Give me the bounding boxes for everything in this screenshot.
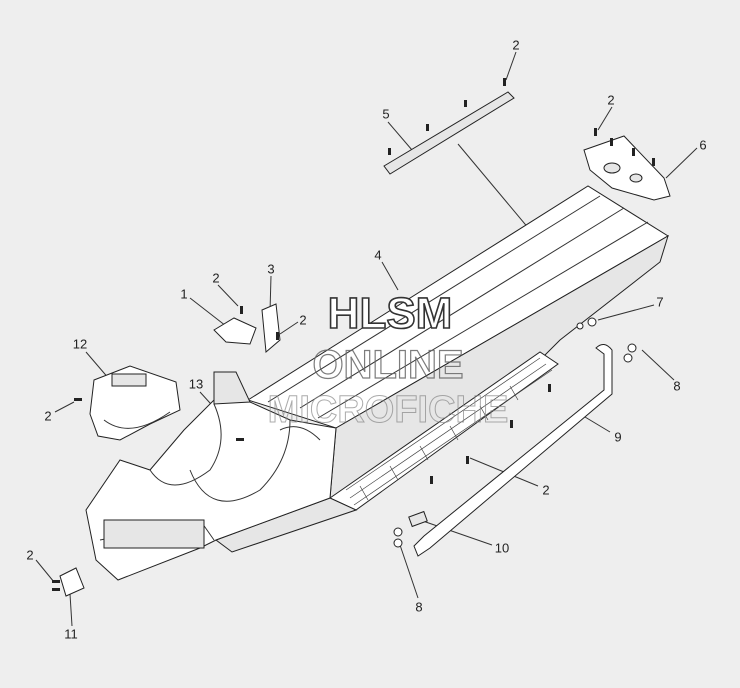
part-5-rail	[383, 91, 515, 175]
part-10-clamp	[408, 510, 428, 528]
callout-c-13: 13	[189, 376, 203, 391]
front-crossmember	[103, 519, 205, 549]
callout-c-4: 4	[374, 247, 381, 262]
running-board-mesh	[345, 357, 553, 506]
part-12-bracket	[89, 365, 181, 441]
watermark: HLSM ONLINE MICROFICHE	[267, 288, 509, 431]
callout-c-2a: 2	[512, 37, 519, 52]
callout-c-2f: 2	[542, 482, 549, 497]
callout-c-2e: 2	[44, 408, 51, 423]
rail-strip	[383, 91, 515, 175]
callout-c-6: 6	[699, 137, 706, 152]
watermark-line-2: ONLINE	[312, 343, 463, 387]
part-1-bracket	[213, 317, 257, 345]
callout-c-10: 10	[495, 540, 509, 555]
callout-c-11: 11	[64, 626, 78, 641]
callout-c-2c: 2	[212, 270, 219, 285]
callout-c-9: 9	[614, 429, 621, 444]
callout-c-8b: 8	[415, 599, 422, 614]
fasteners	[52, 78, 655, 591]
callout-c-1: 1	[180, 286, 187, 301]
watermark-line-1: HLSM	[328, 289, 453, 338]
part-3-bracket	[261, 303, 281, 354]
callout-c-12: 12	[73, 336, 87, 351]
callout-c-7: 7	[656, 294, 663, 309]
callout-c-2d: 2	[299, 312, 306, 327]
tunnel-assembly	[214, 185, 669, 553]
front-gusset	[213, 371, 251, 405]
callout-c-8a: 8	[673, 378, 680, 393]
front-bulkhead	[85, 371, 337, 581]
bumper-bar	[413, 344, 613, 557]
bracket-1	[213, 317, 257, 345]
bracket-11	[59, 567, 85, 597]
part-6-rear-bracket	[583, 135, 671, 201]
rear-bracket-body	[583, 135, 671, 201]
callout-c-2g: 2	[26, 547, 33, 562]
part-9-bumper	[413, 344, 613, 557]
bracket-3	[261, 303, 281, 354]
callout-c-3: 3	[267, 261, 274, 276]
watermark-line-3: MICROFICHE	[268, 389, 509, 431]
callout-c-5: 5	[382, 106, 389, 121]
callout-c-2b: 2	[607, 92, 614, 107]
part-11-bracket	[59, 567, 85, 597]
